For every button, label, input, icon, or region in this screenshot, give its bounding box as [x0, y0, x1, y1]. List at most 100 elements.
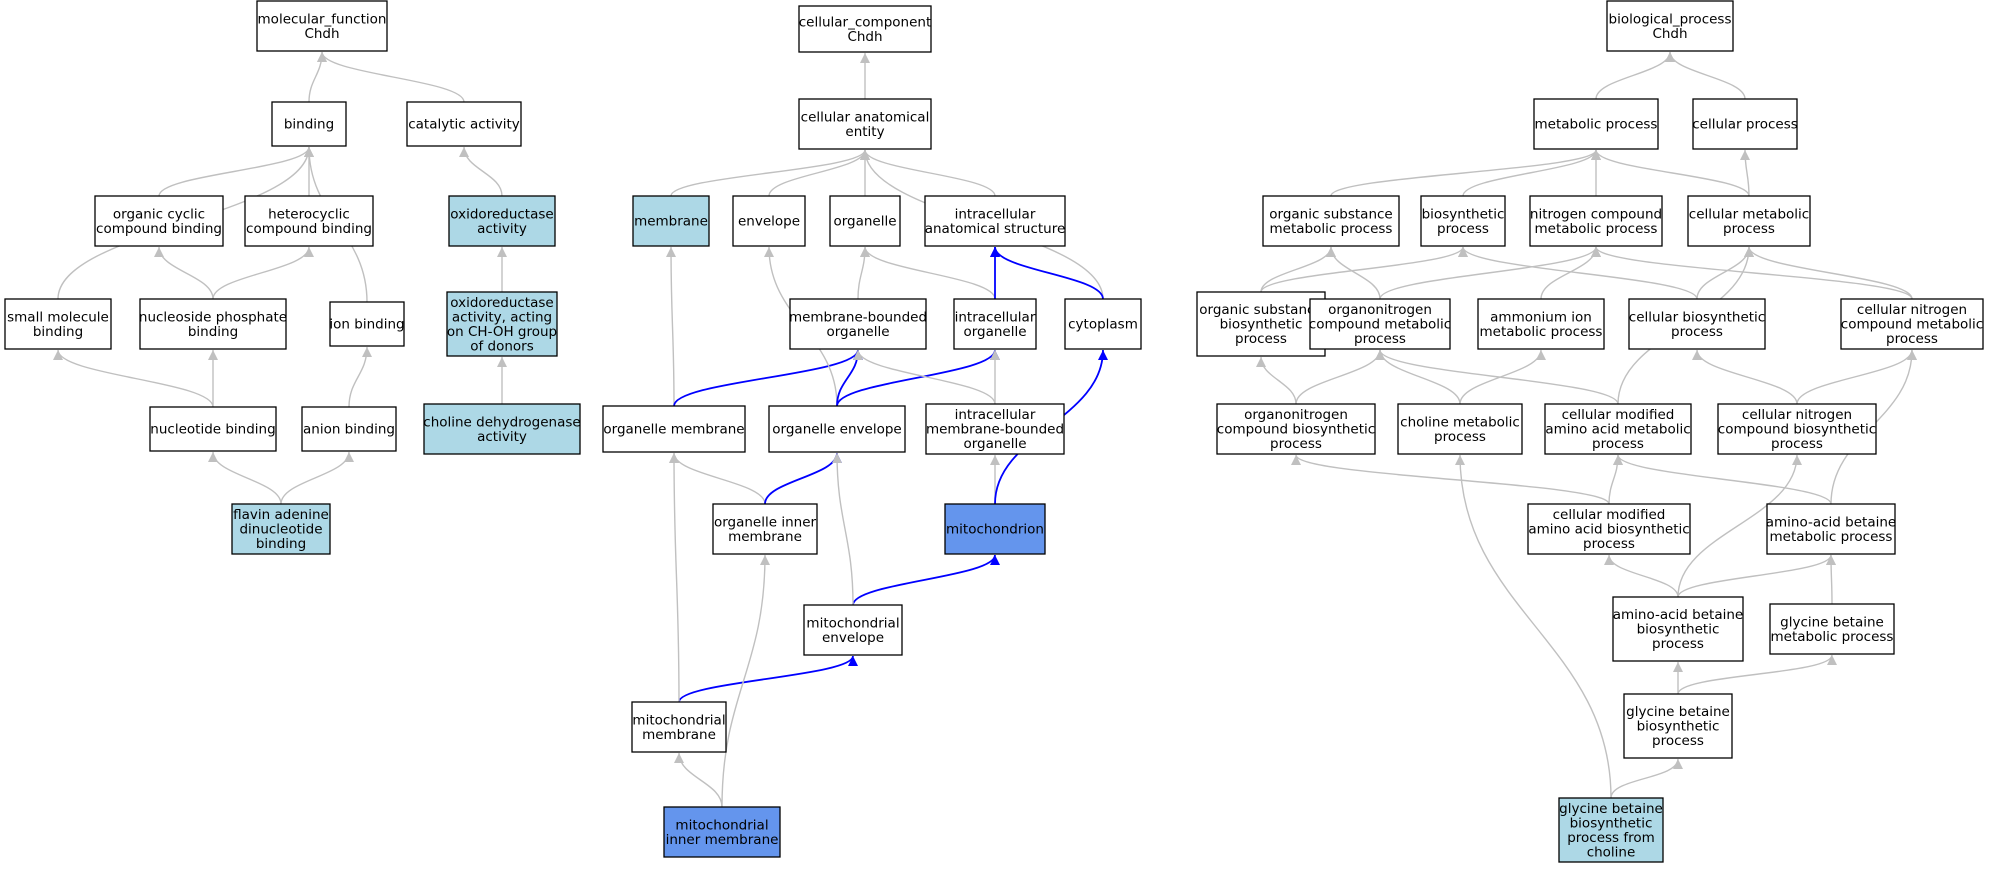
go-term-label: process [1354, 331, 1406, 347]
go-term-label: membrane-bounded [926, 422, 1064, 438]
go-term-box [271, 101, 347, 147]
edge-osbp-to-osmp [1260, 246, 1336, 293]
go-term-label: catalytic activity [408, 117, 520, 133]
edge-mito-env-to-mitochondrion [852, 554, 1000, 606]
go-term-label: organelle inner [714, 514, 817, 530]
go-term-box [789, 298, 927, 350]
go-term-box [1766, 503, 1896, 555]
go-term-label: organelle envelope [772, 422, 901, 438]
go-term-label: anatomical structure [925, 221, 1066, 237]
edge-ias-to-cae [860, 149, 996, 197]
edge-org-cyclic-to-binding [158, 146, 314, 197]
go-term-label: process [1771, 436, 1823, 452]
go-term-label: entity [845, 124, 884, 140]
edge-gbbp-choline-to-choline-mp [1455, 454, 1612, 799]
go-term-box [329, 301, 405, 347]
go-term-box [712, 503, 818, 555]
go-term-box [925, 403, 1065, 455]
go-term-box [149, 406, 277, 452]
edge-org-inner-to-org-envelope [764, 452, 842, 505]
edge-org-membrane-to-membrane [666, 246, 677, 407]
go-term-box [1477, 298, 1605, 350]
go-term-label: activity, acting [452, 309, 552, 325]
go-term-label: biosynthetic [1637, 719, 1720, 735]
go-term-label: binding [188, 324, 238, 340]
go-term-box [301, 406, 397, 452]
go-term-label: amino-acid betaine [1613, 607, 1743, 623]
edge-catalytic-to-mf-root [317, 51, 465, 103]
go-term-label: glycine betaine [1780, 614, 1884, 630]
edge-nuc-phos-to-heterocyclic [212, 246, 314, 300]
edge-cncmp-to-cmp [1744, 246, 1913, 300]
edge-choline-mp-to-oncmp [1375, 349, 1461, 405]
edge-oncmp-to-osmp [1326, 246, 1381, 300]
go-term-label: organonitrogen [1328, 302, 1432, 318]
go-term-box [663, 806, 781, 858]
go-term-box [1533, 98, 1659, 150]
go-term-box [256, 0, 388, 52]
go-term-box [1216, 403, 1376, 455]
go-term-catalytic: catalytic activity [406, 101, 522, 147]
go-term-label: cellular process [1692, 117, 1798, 133]
edge-cmp-to-cellular-proc [1740, 149, 1751, 197]
go-term-label: organelle [833, 214, 896, 230]
go-term-label: organelle [963, 324, 1026, 340]
go-term-label: glycine betaine [1559, 801, 1663, 817]
go-term-label: membrane [728, 529, 802, 545]
go-term-box [798, 98, 932, 150]
go-term-label: process [1652, 733, 1704, 749]
go-term-label: process [1886, 331, 1938, 347]
edge-membrane-to-cae [670, 149, 870, 197]
edge-cytoplasm-to-ias [990, 246, 1104, 300]
edge-org-inner-to-org-membrane [669, 452, 766, 505]
go-term-label: choline [1587, 844, 1636, 860]
go-term-membrane: membrane [632, 195, 710, 247]
go-term-box [1769, 603, 1895, 655]
edge-oxidoreductase-to-catalytic [459, 146, 503, 197]
go-term-label: process [1235, 331, 1287, 347]
go-term-label: compound biosynthetic [1217, 422, 1375, 438]
go-term-label: amino acid metabolic [1545, 422, 1690, 438]
go-term-box [631, 701, 727, 753]
edge-aabmp-to-cmaamp [1613, 454, 1832, 505]
go-term-label: ammonium ion [1490, 309, 1592, 325]
edge-cellular-proc-to-bp-root [1665, 51, 1746, 100]
edge-osmp-to-metabolic [1330, 149, 1601, 197]
go-term-label: cellular modified [1562, 407, 1675, 423]
edge-mito-mem-to-mito-env [678, 655, 858, 703]
go-term-label: binding [256, 536, 306, 552]
go-term-label: inner membrane [666, 832, 779, 848]
go-term-label: organelle [963, 436, 1026, 452]
go-term-label: oxidoreductase [450, 295, 553, 311]
go-term-label: mitochondrial [806, 615, 899, 631]
go-term-box [944, 503, 1046, 555]
go-term-label: small molecule [7, 309, 109, 325]
go-term-label: biological_process [1609, 11, 1732, 27]
edge-oncbp-to-oncmp [1295, 349, 1385, 405]
go-term-label: biosynthetic [1637, 622, 1720, 638]
go-term-label: membrane-bounded [789, 309, 927, 325]
go-term-label: anion binding [303, 422, 395, 438]
go-term-label: of donors [470, 338, 534, 354]
edge-cncbp-to-cncmp [1796, 349, 1917, 405]
go-term-label: process [1270, 436, 1322, 452]
go-term-box [1623, 693, 1733, 759]
go-term-box [1558, 797, 1664, 863]
go-term-box [602, 405, 746, 453]
go-term-label: heterocyclic [268, 206, 350, 222]
go-term-label: intracellular [955, 206, 1036, 222]
go-term-label: dinucleotide [239, 522, 322, 538]
